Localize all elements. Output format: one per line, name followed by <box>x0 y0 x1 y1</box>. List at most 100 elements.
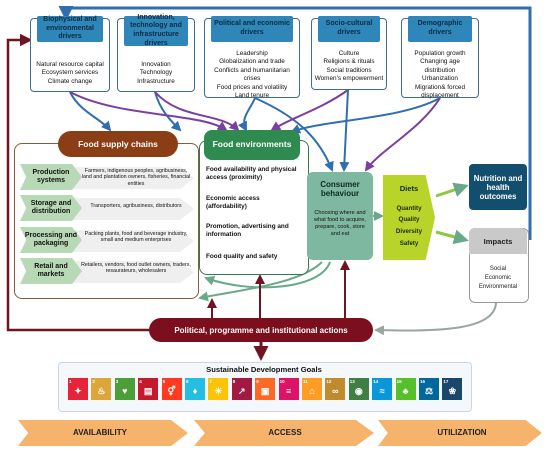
feedback-top-arrow <box>58 6 532 240</box>
access-chevron <box>194 420 374 446</box>
sdg-goal-tile: 11⌂ <box>302 378 322 400</box>
sdg-goal-number: 8 <box>232 379 236 384</box>
driver-item: Leadership <box>236 50 268 57</box>
sdg-goal-number: 4 <box>139 379 142 384</box>
sdg-goal-number: 11 <box>303 379 308 384</box>
driver-title: Demographic drivers <box>408 16 472 42</box>
diets-item: Safety <box>399 240 419 247</box>
sdg-goal-icon: ⚖ <box>424 386 434 396</box>
driver-innovation: Innovation, technology and infrastructur… <box>117 14 195 92</box>
chain-stage-storage: Storage and distribution Transporters, a… <box>20 195 194 221</box>
driver-item: Technology <box>139 69 173 77</box>
driver-demographic: Demographic drivers Population growth Ch… <box>401 16 479 100</box>
driver-item: Conflicts and humanitarian crises <box>214 66 290 83</box>
food-environment-item: Economic access (affordability) <box>206 195 260 210</box>
driver-item: Migration& forced displacement <box>414 83 466 100</box>
sdg-goal-icon: ▤ <box>143 386 153 396</box>
sdg-goal-number: 5 <box>162 379 166 384</box>
food-environments-panel <box>199 140 309 275</box>
sdg-goal-number: 9 <box>256 379 259 384</box>
sdg-goal-icon: ♨ <box>97 386 106 396</box>
impacts-item: Environmental <box>478 284 518 290</box>
driver-arrow <box>69 91 228 132</box>
impacts-title: Impacts <box>469 228 527 254</box>
chain-stage-name: Storage and distribution <box>20 195 82 221</box>
driver-item: Population growth <box>414 50 466 57</box>
sdg-goal-icon: ⌂ <box>309 386 315 396</box>
sdg-goal-number: 13 <box>349 379 355 384</box>
sdg-goal-tile: 3♥ <box>114 378 135 400</box>
chain-stage-actors: Retailers, vendors, food outlet owners, … <box>81 262 191 275</box>
sdg-goal-tile: 8↗ <box>231 378 252 400</box>
sdg-goal-tile: 16 ⚖ <box>419 378 439 400</box>
driver-arrow <box>154 91 182 132</box>
driver-biophysical: Biophysical and environmental drivers Na… <box>30 16 110 92</box>
driver-item: Infrastructure <box>137 77 175 85</box>
sdg-goal-tile: 10≡ <box>278 378 299 400</box>
sdg-goal-tile: 15♣ <box>395 378 416 400</box>
chain-stage-actors: Transporters, agribusiness, distributors <box>90 203 182 209</box>
sdg-goal-number: 15 <box>396 379 402 384</box>
sdg-goal-number: 6 <box>186 379 189 384</box>
consumer-feedback-arrow <box>204 261 331 289</box>
sdg-goal-icon: ♥ <box>122 386 128 396</box>
sdg-goal-icon: ▣ <box>260 386 270 396</box>
sdg-goal-tile: 14≈ <box>372 378 393 400</box>
sdg-goal-icon: ⚥ <box>167 386 176 396</box>
sdg-goal-icon: ☀ <box>214 386 223 396</box>
diets-item: Quality <box>398 216 420 223</box>
sdg-goal-tile: 7☀ <box>208 378 229 400</box>
chain-stage-production: Production systems Farmers, indigenous p… <box>20 164 194 190</box>
utilization-label: UTILIZATION <box>437 428 487 437</box>
impacts-item: Social <box>489 266 507 272</box>
driver-arrow <box>237 97 256 132</box>
chain-stage-processing: Processing and packaging Packing plants,… <box>20 227 194 253</box>
sdg-goal-icon: ♦ <box>192 386 198 396</box>
driver-arrow <box>154 91 240 132</box>
driver-item: Women's empowerment <box>314 75 384 83</box>
sdg-goal-tile: 4▤ <box>138 378 159 400</box>
sdg-goal-icon: ≡ <box>285 386 292 396</box>
sdg-goal-tile: 6♦ <box>185 378 205 400</box>
sdg-goal-icon: ↗ <box>238 386 246 396</box>
driver-arrow <box>69 91 112 132</box>
sdg-goal-tile: 17❀ <box>442 378 463 400</box>
sdg-goal-number: 17 <box>443 379 449 384</box>
impacts-item: Economic <box>484 275 512 281</box>
availability-chevron <box>18 420 188 446</box>
driver-political: Political and economic drivers Leadershi… <box>204 16 300 99</box>
nutrition-health-outcomes: Nutrition and health outcomes <box>469 164 527 210</box>
sdg-goal-icon: ♣ <box>402 386 409 396</box>
driver-title: Socio-cultural drivers <box>318 16 380 42</box>
chain-stage-retail: Retail and markets Retailers, vendors, f… <box>20 258 194 284</box>
consumer-behaviour-text: Choosing where and what food to acquire,… <box>314 210 366 237</box>
driver-sociocultural: Socio-cultural drivers Culture Religions… <box>311 16 387 90</box>
driver-title: Political and economic drivers <box>211 16 293 42</box>
consumer-behaviour-title: Consumer behaviour <box>320 180 360 198</box>
sdg-goal-tile: 1✦ <box>68 378 88 400</box>
driver-item: Climate change <box>47 77 93 85</box>
food-environment-item: Food availability and physical access (p… <box>206 166 297 181</box>
sdg-goal-number: 16 <box>420 379 426 384</box>
chain-stage-actors: Farmers, indigenous peoples, agribusines… <box>81 168 191 187</box>
sdg-goal-tile: 5⚥ <box>161 378 182 400</box>
diets-to-nutrition-arrow <box>435 182 469 198</box>
sdg-goal-number: 2 <box>92 379 95 384</box>
availability-label: AVAILABILITY <box>73 428 127 437</box>
policy-left-arrow <box>6 33 150 332</box>
driver-item: Innovation <box>141 61 171 68</box>
diets-item: Quantity <box>396 205 422 212</box>
sdg-goal-icon: ≈ <box>379 386 385 396</box>
diets-title: Diets <box>399 184 419 193</box>
driver-item: Food prices and volatility <box>216 83 288 91</box>
policy-actions-bar: Political, programme and institutional a… <box>149 318 373 342</box>
driver-item: Changing age distribution <box>420 58 460 74</box>
consumer-feedback-arrow <box>198 261 323 302</box>
driver-arrow <box>270 89 349 132</box>
chain-stage-name: Production systems <box>20 164 82 190</box>
food-environment-item: Promotion, advertising and information <box>206 223 289 238</box>
diets-arrow <box>383 175 435 260</box>
sdg-goal-icon: ∞ <box>332 386 339 396</box>
food-supply-chains-title: Food supply chains <box>58 131 178 157</box>
sdg-goal-number: 1 <box>69 379 72 384</box>
